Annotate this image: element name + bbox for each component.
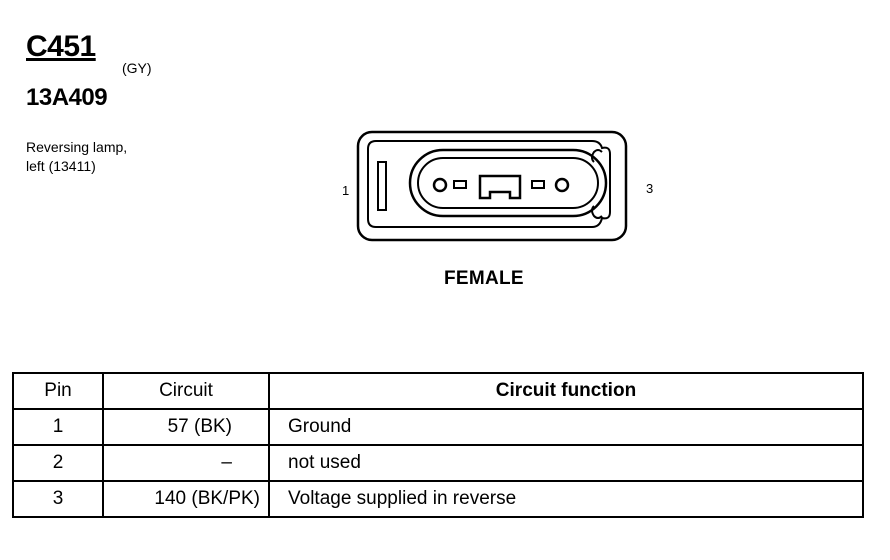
circuit-cell: – <box>102 444 270 482</box>
pin-cell: 3 <box>12 480 104 518</box>
column-header-circuit: Circuit <box>102 372 270 410</box>
center-key <box>478 174 522 200</box>
terminal-blade-1 <box>453 180 467 189</box>
terminal-pin-3 <box>554 177 570 193</box>
connector-gender: FEMALE <box>444 268 524 289</box>
column-header-pin: Pin <box>12 372 104 410</box>
table-row: 2 – not used <box>12 444 864 482</box>
polarization-slot <box>377 161 387 211</box>
terminal-blade-3 <box>531 180 545 189</box>
pin-table-header-row: Pin Circuit Circuit function <box>12 372 864 410</box>
column-header-function: Circuit function <box>268 372 864 410</box>
connector-color: (GY) <box>122 60 152 76</box>
connector-housing-inner <box>367 140 611 228</box>
pin-cell: 1 <box>12 408 104 446</box>
table-row: 1 57 (BK) Ground <box>12 408 864 446</box>
connector-id: C451 <box>26 30 96 63</box>
pin-label-left: 1 <box>342 183 350 198</box>
table-row: 3 140 (BK/PK) Voltage supplied in revers… <box>12 480 864 518</box>
function-cell: Voltage supplied in reverse <box>268 480 864 518</box>
function-cell: not used <box>268 444 864 482</box>
terminal-cavity-outer <box>408 148 608 218</box>
part-number: 13A409 <box>26 84 108 111</box>
connector-face-diagram <box>356 130 628 242</box>
connector-description: Reversing lamp, left (13411) <box>26 138 186 176</box>
circuit-cell: 140 (BK/PK) <box>102 480 270 518</box>
pin-table: Pin Circuit Circuit function 1 57 (BK) G… <box>12 372 864 518</box>
pin-cell: 2 <box>12 444 104 482</box>
description-line-2: left (13411) <box>26 158 96 174</box>
terminal-cavity-inner <box>417 157 599 209</box>
function-cell: Ground <box>268 408 864 446</box>
terminal-pin-1 <box>432 177 448 193</box>
circuit-cell: 57 (BK) <box>102 408 270 446</box>
description-line-1: Reversing lamp, <box>26 139 128 155</box>
pin-label-right: 3 <box>646 181 654 196</box>
